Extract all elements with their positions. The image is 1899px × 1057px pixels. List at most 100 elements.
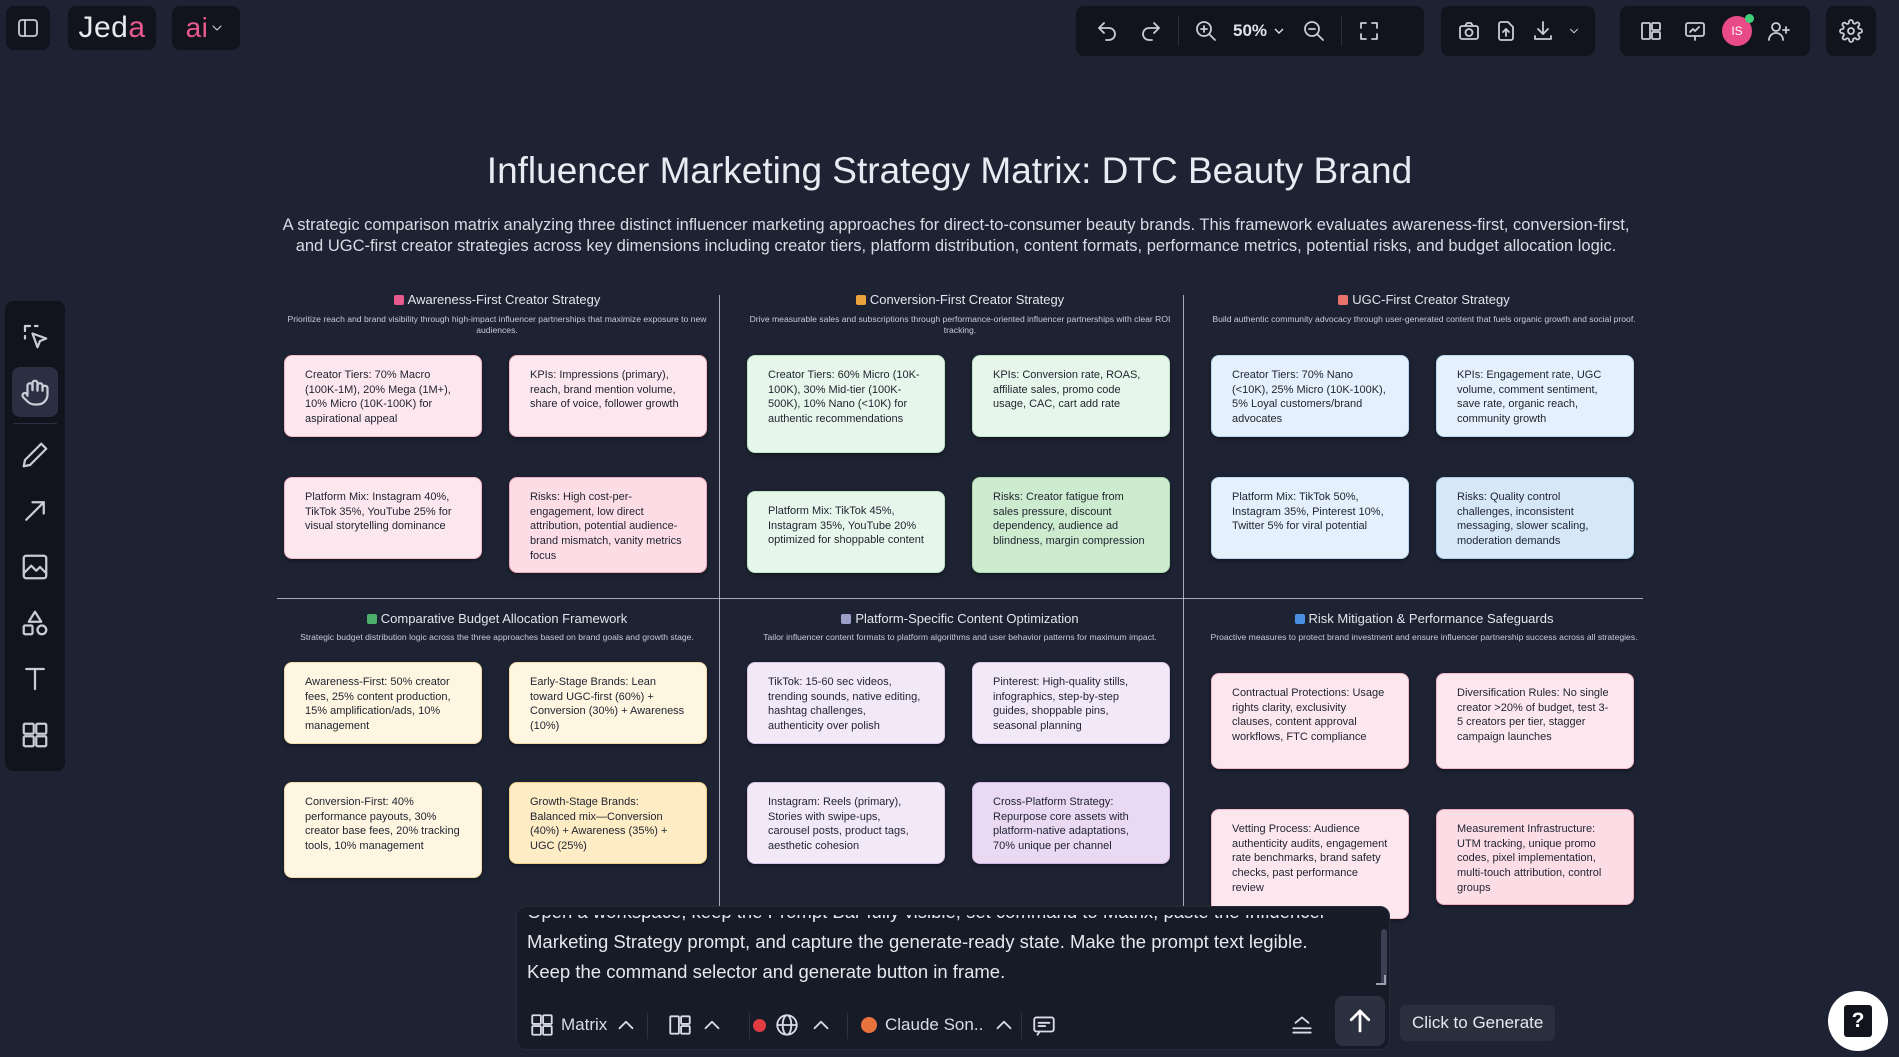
ai-menu-button[interactable]: ai	[172, 6, 240, 50]
quadrant-title-wrap: Risk Mitigation & Performance Safeguards	[1204, 611, 1644, 626]
claude-icon	[861, 1017, 877, 1033]
document-description: A strategic comparison matrix analyzing …	[282, 216, 1630, 255]
download-icon[interactable]	[1530, 14, 1557, 48]
redo-icon[interactable]	[1134, 14, 1168, 48]
chevron-up-icon	[704, 1020, 720, 1030]
avatar-initials: IS	[1731, 24, 1743, 38]
prompt-scrollbar[interactable]	[1381, 929, 1387, 985]
strategy-card[interactable]: Growth-Stage Brands: Balanced mix—Conver…	[509, 782, 707, 864]
strategy-card[interactable]: Diversification Rules: No single creator…	[1436, 673, 1634, 769]
quadrant-subtitle: Prioritize reach and brand visibility th…	[287, 314, 707, 335]
strategy-card[interactable]: Creator Tiers: 60% Micro (10K-100K), 30%…	[747, 355, 945, 453]
command-selector[interactable]: Matrix	[529, 1007, 639, 1043]
app-logo[interactable]: Jeda	[68, 6, 156, 50]
strategy-card[interactable]: Platform Mix: Instagram 40%, TikTok 35%,…	[284, 477, 482, 559]
help-button[interactable]: ?	[1828, 991, 1888, 1051]
quadrant-platform-content: Platform-Specific Content Optimization T…	[740, 609, 1180, 909]
select-tool[interactable]	[12, 311, 58, 361]
strategy-card[interactable]: Instagram: Reels (primary), Stories with…	[747, 782, 945, 864]
chevron-down-icon	[208, 11, 226, 45]
strategy-card[interactable]: Conversion-First: 40% performance payout…	[284, 782, 482, 878]
gear-icon	[1834, 14, 1868, 48]
chat-button[interactable]	[1031, 1007, 1057, 1043]
layout-split-icon[interactable]	[1634, 14, 1668, 48]
quadrant-subtitle: Tailor influencer content formats to pla…	[763, 632, 1157, 642]
chevron-down-icon[interactable]	[1567, 14, 1581, 48]
collapse-button[interactable]	[1289, 1007, 1315, 1043]
prompt-line-3: Keep the command selector and generate b…	[527, 961, 1006, 982]
ai-label: ai	[185, 12, 209, 43]
quadrant-title-wrap: Conversion-First Creator Strategy	[740, 292, 1180, 307]
layout-selector[interactable]	[667, 1007, 725, 1043]
quadrant-title: Conversion-First Creator Strategy	[869, 292, 1065, 307]
strategy-card[interactable]: Early-Stage Brands: Lean toward UGC-firs…	[509, 662, 707, 744]
image-icon	[22, 554, 48, 580]
model-selector[interactable]: Claude Son..	[861, 1007, 1017, 1043]
zoom-out-icon[interactable]	[1297, 14, 1331, 48]
strategy-card[interactable]: Risks: Creator fatigue from sales pressu…	[972, 477, 1170, 573]
undo-icon[interactable]	[1090, 14, 1124, 48]
strategy-card[interactable]: Creator Tiers: 70% Macro (100K-1M), 20% …	[284, 355, 482, 437]
quadrant-awareness-first: Awareness-First Creator Strategy Priorit…	[277, 290, 717, 590]
arrow-icon	[25, 501, 45, 521]
divider	[847, 1013, 848, 1039]
strategy-card[interactable]: Contractual Protections: Usage rights cl…	[1211, 673, 1409, 769]
strategy-card[interactable]: KPIs: Engagement rate, UGC volume, comme…	[1436, 355, 1634, 437]
generate-button[interactable]	[1335, 996, 1385, 1046]
zoom-level-dropdown[interactable]: 50%	[1233, 21, 1287, 41]
target-icon	[855, 295, 866, 305]
strategy-card[interactable]: Measurement Infrastructure: UTM tracking…	[1436, 809, 1634, 905]
quadrant-title: Comparative Budget Allocation Framework	[380, 611, 628, 626]
web-search-selector[interactable]	[753, 1007, 834, 1043]
strategy-card[interactable]: KPIs: Conversion rate, ROAS, affiliate s…	[972, 355, 1170, 437]
grid-divider	[719, 295, 720, 907]
strategy-card[interactable]: Vetting Process: Audience authenticity a…	[1211, 809, 1409, 919]
quadrant-title: Platform-Specific Content Optimization	[855, 611, 1079, 626]
command-label: Matrix	[561, 1015, 608, 1034]
prompt-line-1: Open a workspace, keep the Prompt Bar fu…	[527, 915, 1379, 927]
resize-handle[interactable]	[1376, 975, 1386, 985]
arrow-tool[interactable]	[12, 486, 58, 536]
settings-button[interactable]	[1826, 6, 1876, 56]
quadrant-title-wrap: Platform-Specific Content Optimization	[740, 611, 1180, 626]
shapes-tool[interactable]	[12, 598, 58, 648]
chevron-up-icon	[813, 1020, 829, 1030]
quadrant-title-wrap: Awareness-First Creator Strategy	[277, 292, 717, 307]
camera-icon[interactable]	[1455, 14, 1482, 48]
zoom-in-icon[interactable]	[1189, 14, 1223, 48]
quadrant-title-wrap: Comparative Budget Allocation Framework	[277, 611, 717, 626]
panel-left-icon	[11, 11, 45, 45]
quadrant-budget-allocation: Comparative Budget Allocation Framework …	[277, 609, 717, 909]
pencil-icon	[22, 442, 48, 468]
present-icon[interactable]	[1678, 14, 1712, 48]
prompt-input[interactable]: Open a workspace, keep the Prompt Bar fu…	[527, 915, 1379, 997]
strategy-card[interactable]: TikTok: 15-60 sec videos, trending sound…	[747, 662, 945, 744]
strategy-card[interactable]: Awareness-First: 50% creator fees, 25% c…	[284, 662, 482, 744]
hand-tool[interactable]	[12, 367, 58, 417]
strategy-card[interactable]: KPIs: Impressions (primary), reach, bran…	[509, 355, 707, 437]
fit-screen-icon[interactable]	[1352, 14, 1386, 48]
strategy-card[interactable]: Cross-Platform Strategy: Repurpose core …	[972, 782, 1170, 864]
sidebar-toggle-button[interactable]	[6, 6, 50, 50]
logo-accent: a	[128, 11, 146, 44]
text-tool[interactable]	[12, 654, 58, 704]
avatar[interactable]: IS	[1722, 14, 1754, 46]
help-icon: ?	[1844, 1005, 1872, 1037]
pencil-tool[interactable]	[12, 430, 58, 480]
prompt-line-2: Marketing Strategy prompt, and capture t…	[527, 931, 1308, 952]
image-tool[interactable]	[12, 542, 58, 592]
hand-icon	[21, 379, 49, 406]
strategy-card[interactable]: Risks: Quality control challenges, incon…	[1436, 477, 1634, 559]
strategy-card[interactable]: Risks: High cost-per-engagement, low dir…	[509, 477, 707, 573]
strategy-card[interactable]: Platform Mix: TikTok 45%, Instagram 35%,…	[747, 491, 945, 573]
left-toolbar	[5, 301, 65, 771]
templates-tool[interactable]	[12, 710, 58, 760]
megaphone-icon	[393, 295, 404, 305]
add-user-icon[interactable]	[1762, 14, 1796, 48]
divider	[13, 423, 57, 424]
strategy-card[interactable]: Platform Mix: TikTok 50%, Instagram 35%,…	[1211, 477, 1409, 559]
grid-icon	[22, 722, 48, 748]
strategy-card[interactable]: Creator Tiers: 70% Nano (<10K), 25% Micr…	[1211, 355, 1409, 437]
share-upload-icon[interactable]	[1492, 14, 1519, 48]
strategy-card[interactable]: Pinterest: High-quality stills, infograp…	[972, 662, 1170, 744]
